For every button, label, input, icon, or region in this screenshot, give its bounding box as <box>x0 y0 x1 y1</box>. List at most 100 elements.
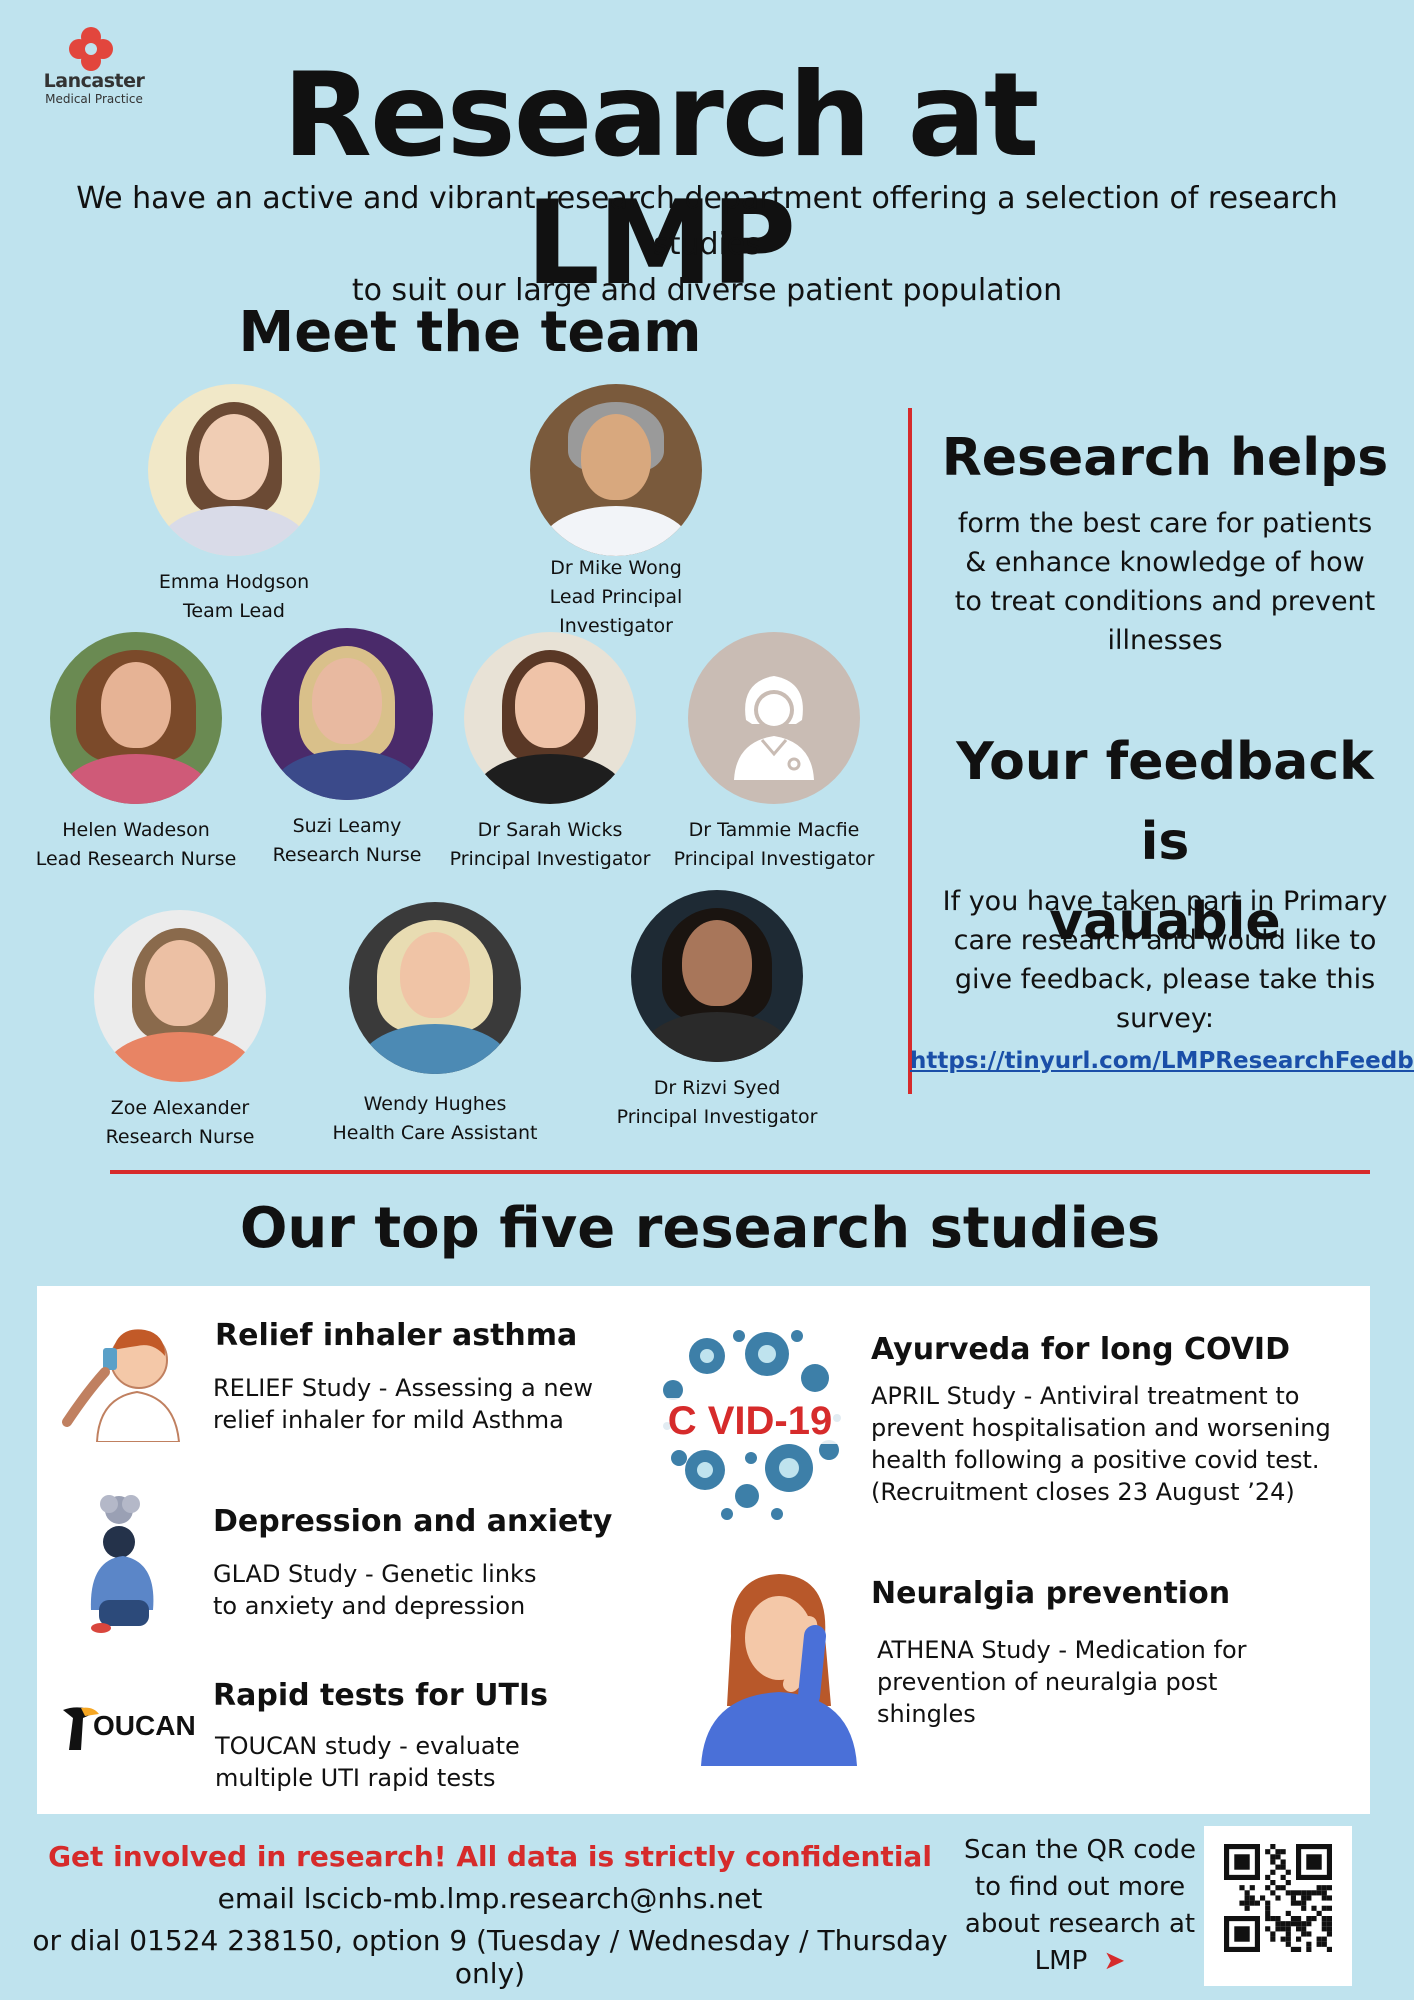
member-role: Principal Investigator <box>673 848 875 870</box>
study-description: TOUCAN study - evaluate multiple UTI rap… <box>215 1730 520 1794</box>
research-helps-text: form the best care for patients & enhanc… <box>945 504 1385 660</box>
research-helps-heading: Research helps <box>941 428 1389 488</box>
study-title: Rapid tests for UTIs <box>213 1678 548 1713</box>
studies-panel: Relief inhaler asthma RELIEF Study - Ass… <box>37 1286 1370 1814</box>
intro-line: to suit our large and diverse patient po… <box>351 273 1063 308</box>
team-member-tammie-macfie: Dr Tammie Macfie Principal Investigator <box>654 632 894 874</box>
depression-icon <box>90 1495 154 1633</box>
study-title: Depression and anxiety <box>213 1504 613 1539</box>
feedback-heading: Your feedback is vauable <box>930 722 1400 962</box>
headache-icon <box>701 1574 857 1766</box>
study-description: ATHENA Study - Medication for prevention… <box>877 1634 1247 1730</box>
team-member-suzi-leamy: Suzi Leamy Research Nurse <box>227 628 467 870</box>
helps-line: illnesses <box>1107 625 1223 656</box>
study-desc-line: to anxiety and depression <box>213 1592 526 1620</box>
member-role: Principal Investigator <box>449 848 651 870</box>
member-name: Dr Rizvi Syed <box>653 1077 781 1099</box>
study-desc-line: health following a positive covid test. <box>871 1446 1320 1474</box>
team-heading: Meet the team <box>238 300 702 365</box>
feedback-heading-line: vauable <box>1049 892 1281 952</box>
team-member-zoe-alexander: Zoe Alexander Research Nurse <box>60 910 300 1152</box>
studies-heading: Our top five research studies <box>239 1196 1161 1261</box>
team-member-rizvi-syed: Dr Rizvi Syed Principal Investigator <box>597 890 837 1132</box>
study-title: Relief inhaler asthma <box>215 1318 578 1353</box>
avatar <box>94 910 266 1082</box>
avatar <box>148 384 320 556</box>
member-name: Dr Sarah Wicks <box>477 819 623 841</box>
intro-line: We have an active and vibrant research d… <box>76 181 1338 262</box>
avatar <box>261 628 433 800</box>
member-role: Research Nurse <box>105 1126 255 1148</box>
member-role: Team Lead <box>183 600 285 622</box>
feedback-line: care research and would like to <box>953 925 1377 956</box>
avatar <box>530 384 702 556</box>
study-description: APRIL Study - Antiviral treatment to pre… <box>871 1380 1331 1508</box>
toucan-logo-text: OUCAN <box>93 1710 196 1741</box>
study-desc-line: ATHENA Study - Medication for <box>877 1636 1247 1664</box>
study-desc-line: prevent hospitalisation and worsening <box>871 1414 1331 1442</box>
avatar <box>631 890 803 1062</box>
study-desc-line: multiple UTI rapid tests <box>215 1764 496 1792</box>
qr-caption-line: LMP ➤ <box>955 1943 1205 1980</box>
feedback-survey-link[interactable]: https://tinyurl.com/LMPResearchFeedback <box>910 1048 1414 1074</box>
member-role: Lead Research Nurse <box>35 848 237 870</box>
study-title: Neuralgia prevention <box>871 1576 1231 1611</box>
member-role: Lead Principal Investigator <box>549 586 683 637</box>
footer-phone: or dial 01524 238150, option 9 (Tuesday … <box>32 1924 948 1990</box>
vertical-divider <box>908 408 912 1094</box>
toucan-bird-icon <box>63 1707 99 1750</box>
study-desc-line: TOUCAN study - evaluate <box>215 1732 520 1760</box>
qr-caption-text: LMP <box>1034 1946 1088 1976</box>
team-member-emma-hodgson: Emma Hodgson Team Lead <box>114 384 354 626</box>
logo-name: Lancaster <box>43 70 145 92</box>
helps-line: to treat conditions and prevent <box>954 586 1376 617</box>
member-name: Dr Mike Wong <box>550 557 682 579</box>
member-role: Research Nurse <box>272 844 422 866</box>
team-member-mike-wong: Dr Mike Wong Lead Principal Investigator <box>496 384 736 641</box>
helps-line: & enhance knowledge of how <box>965 547 1365 578</box>
avatar <box>464 632 636 804</box>
feedback-line: give feedback, please take this <box>954 964 1376 995</box>
member-role: Health Care Assistant <box>332 1122 538 1144</box>
study-desc-line: relief inhaler for mild Asthma <box>213 1406 564 1434</box>
study-desc-line: GLAD Study - Genetic links <box>213 1560 537 1588</box>
study-desc-line: RELIEF Study - Assessing a new <box>213 1374 593 1402</box>
covid-logo-text: C VID-19 <box>647 1398 853 1444</box>
page-title: Research at LMP <box>282 48 1040 311</box>
team-member-helen-wadeson: Helen Wadeson Lead Research Nurse <box>16 632 256 874</box>
feedback-line: If you have taken part in Primary <box>942 886 1388 917</box>
feedback-heading-line: Your feedback is <box>956 732 1374 872</box>
study-title: Ayurveda for long COVID <box>871 1332 1290 1367</box>
study-description: RELIEF Study - Assessing a new relief in… <box>213 1372 593 1436</box>
arrow-right-icon: ➤ <box>1103 1946 1126 1976</box>
member-name: Zoe Alexander <box>110 1097 250 1119</box>
logo-subtitle: Medical Practice <box>45 92 143 106</box>
intro-text: We have an active and vibrant research d… <box>20 176 1394 314</box>
qr-caption-line: Scan the QR code <box>964 1835 1196 1865</box>
toucan-logo: OUCAN <box>59 1704 196 1754</box>
logo-mark-icon <box>69 27 113 71</box>
feedback-line: survey: <box>1116 1003 1214 1034</box>
study-desc-line: prevention of neuralgia post <box>877 1668 1218 1696</box>
qr-code-icon <box>1224 1844 1332 1952</box>
avatar <box>349 902 521 1074</box>
doctor-placeholder-icon <box>688 632 860 804</box>
footer-email[interactable]: email lscicb-mb.lmp.research@nhs.net <box>217 1882 763 1915</box>
covid-icon: C VID-19 <box>647 1318 853 1524</box>
feedback-text: If you have taken part in Primary care r… <box>935 882 1395 1038</box>
study-desc-line: (Recruitment closes 23 August ’24) <box>871 1478 1295 1506</box>
horizontal-divider <box>110 1170 1370 1174</box>
inhaler-icon <box>62 1329 181 1442</box>
member-name: Dr Tammie Macfie <box>688 819 860 841</box>
practice-logo: Lancaster Medical Practice <box>34 26 154 106</box>
qr-caption: Scan the QR code to find out more about … <box>955 1832 1205 1980</box>
study-desc-line: APRIL Study - Antiviral treatment to <box>871 1382 1300 1410</box>
team-member-wendy-hughes: Wendy Hughes Health Care Assistant <box>315 902 555 1148</box>
member-name: Helen Wadeson <box>62 819 210 841</box>
avatar <box>50 632 222 804</box>
qr-caption-line: to find out more <box>974 1872 1186 1902</box>
member-name: Suzi Leamy <box>292 815 402 837</box>
member-name: Emma Hodgson <box>158 571 310 593</box>
qr-code[interactable] <box>1204 1826 1352 1986</box>
helps-line: form the best care for patients <box>957 508 1373 539</box>
